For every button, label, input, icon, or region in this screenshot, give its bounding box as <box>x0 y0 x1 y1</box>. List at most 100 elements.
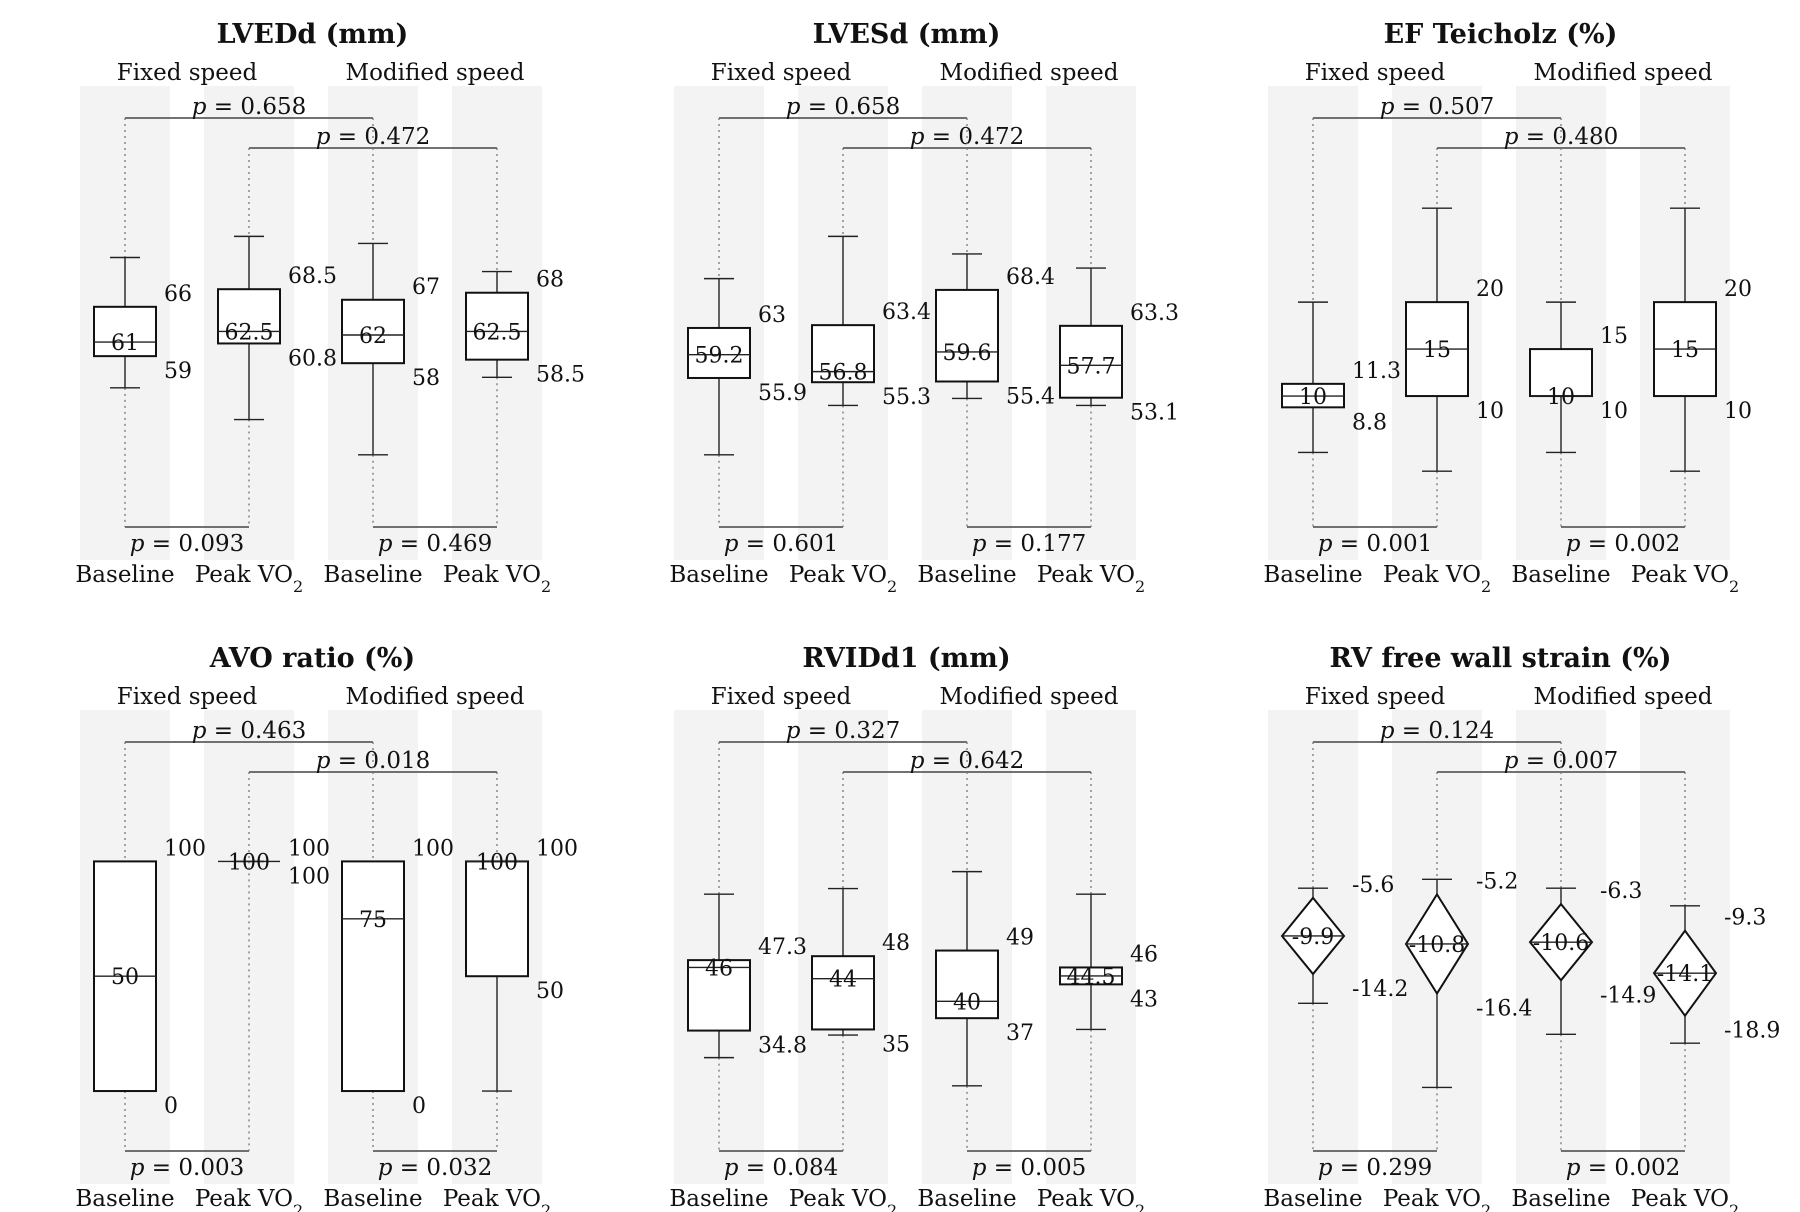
p-symbol: p <box>1318 1155 1333 1181</box>
iqr-box <box>93 305 157 358</box>
p-value: = 0.463 <box>206 718 306 744</box>
category-label: Baseline <box>75 1186 174 1212</box>
p-value: = 0.005 <box>986 1155 1086 1181</box>
p-value: = 0.507 <box>1394 94 1494 120</box>
panel-title: RV free wall strain (%) <box>1330 643 1672 674</box>
category-label: Baseline <box>669 562 768 588</box>
p-symbol: p <box>1566 531 1581 557</box>
q1-label: 60.8 <box>288 346 337 371</box>
q3-label: 63.3 <box>1130 301 1179 326</box>
p-value-bottom-modified: p = 0.002 <box>1566 1155 1680 1181</box>
category-subscript: 2 <box>541 577 551 596</box>
iqr-box <box>935 288 999 383</box>
median-label: 59.2 <box>695 344 744 369</box>
group-label-fixed: Fixed speed <box>711 684 852 710</box>
group-label-modified: Modified speed <box>346 60 525 86</box>
p-value: = 0.327 <box>800 718 900 744</box>
box-4: 57.763.353.1 <box>1059 267 1179 426</box>
p-value-top-peak: p = 0.480 <box>1504 124 1618 150</box>
median-label: -10.8 <box>1409 933 1465 958</box>
iqr-box <box>811 955 875 1031</box>
p-value-top-baseline: p = 0.327 <box>786 718 900 744</box>
q3-label: 100 <box>412 836 454 861</box>
box-3: -10.6-6.3-14.9 <box>1528 879 1656 1035</box>
p-symbol: p <box>1504 124 1519 150</box>
category-text: Peak VO <box>1631 562 1729 588</box>
q1-label: 55.4 <box>1006 385 1055 410</box>
q1-label: 55.3 <box>882 385 931 410</box>
q3-label: 46 <box>1130 942 1158 967</box>
q3-label: 11.3 <box>1352 359 1401 384</box>
q1-label: 10 <box>1600 399 1628 424</box>
p-symbol: p <box>1504 748 1519 774</box>
q3-label: 100 <box>288 836 330 861</box>
category-label: Peak VO2 <box>1631 1186 1739 1212</box>
p-symbol: p <box>972 1155 987 1181</box>
p-value-bottom-fixed: p = 0.084 <box>724 1155 838 1181</box>
category-text: Baseline <box>75 562 174 588</box>
p-value: = 0.601 <box>738 531 838 557</box>
p-value-top-baseline: p = 0.124 <box>1380 718 1494 744</box>
box-2: -10.8-5.2-16.4 <box>1404 869 1532 1089</box>
category-text: Peak VO <box>195 1186 293 1212</box>
p-symbol: p <box>724 1155 739 1181</box>
p-value: = 0.299 <box>1332 1155 1432 1181</box>
median-label: -9.9 <box>1292 925 1334 950</box>
median-label: 61 <box>111 331 139 356</box>
q1-label: 58.5 <box>536 363 585 388</box>
category-label: Baseline <box>669 1186 768 1212</box>
category-text: Baseline <box>669 1186 768 1212</box>
p-value: = 0.472 <box>924 124 1024 150</box>
category-text: Baseline <box>917 1186 1016 1212</box>
category-text: Baseline <box>323 562 422 588</box>
p-value: = 0.658 <box>206 94 306 120</box>
category-subscript: 2 <box>1135 1201 1145 1212</box>
category-label: Baseline <box>75 562 174 588</box>
category-label: Baseline <box>1511 1186 1610 1212</box>
iqr-box <box>1059 324 1123 399</box>
category-label: Baseline <box>323 1186 422 1212</box>
category-subscript: 2 <box>887 577 897 596</box>
p-value-bottom-fixed: p = 0.093 <box>130 531 244 557</box>
median-label: -14.1 <box>1657 962 1713 987</box>
p-value: = 0.177 <box>986 531 1086 557</box>
category-text: Peak VO <box>443 562 541 588</box>
p-value: = 0.469 <box>392 531 492 557</box>
q3-label: 100 <box>164 836 206 861</box>
p-symbol: p <box>910 124 925 150</box>
median-label: 44.5 <box>1067 965 1116 990</box>
box-3: 59.668.455.4 <box>935 253 1055 410</box>
p-value-bottom-modified: p = 0.032 <box>378 1155 492 1181</box>
p-value-top-baseline: p = 0.507 <box>1380 94 1494 120</box>
category-subscript: 2 <box>1481 1201 1491 1212</box>
median-label: 10 <box>1547 385 1575 410</box>
q1-label: 10 <box>1476 399 1504 424</box>
q3-label: 68.5 <box>288 264 337 289</box>
p-symbol: p <box>786 718 801 744</box>
category-label: Baseline <box>1263 562 1362 588</box>
median-label: 100 <box>228 850 270 875</box>
q3-label: 67 <box>412 275 440 300</box>
q1-label: 35 <box>882 1032 910 1057</box>
p-value: = 0.001 <box>1332 531 1432 557</box>
p-symbol: p <box>192 718 207 744</box>
category-text: Baseline <box>1511 1186 1610 1212</box>
panel-title: LVEDd (mm) <box>217 19 409 50</box>
category-label: Peak VO2 <box>1037 1186 1145 1212</box>
q3-label: 66 <box>164 282 192 307</box>
category-text: Peak VO <box>789 1186 887 1212</box>
q3-label: 68 <box>536 268 564 293</box>
category-label: Peak VO2 <box>195 1186 303 1212</box>
p-value: = 0.084 <box>738 1155 838 1181</box>
